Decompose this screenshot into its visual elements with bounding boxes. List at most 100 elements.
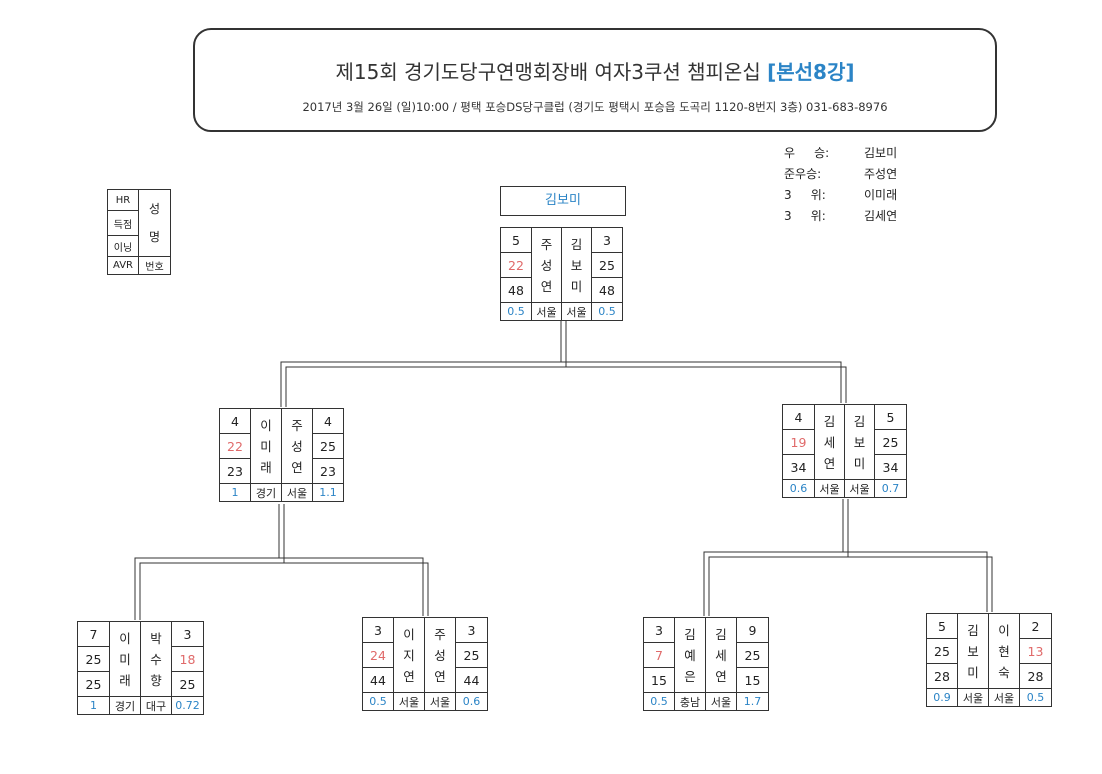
player-right: 이 현 숙	[988, 613, 1020, 689]
result-name: 주성연	[864, 167, 898, 181]
player-right: 주 성 연	[424, 617, 456, 693]
title-main: 제15회 경기도당구연맹회장배 여자3쿠션 챔피온십	[335, 60, 761, 84]
player-left: 김 세 연	[814, 404, 845, 480]
region-left: 경기	[109, 696, 141, 715]
region-left: 충남	[674, 692, 706, 711]
score-right: 25	[874, 429, 907, 455]
match-final: 5 주 성 연 김 보 미 3 22 25 48 48 0.5 서울 서울 0.…	[500, 227, 623, 321]
result-row: 우 승: 김보미	[784, 143, 924, 164]
region-right: 서울	[281, 483, 313, 502]
score-right: 25	[736, 642, 769, 668]
avr-right: 0.7	[874, 479, 907, 498]
hr-left: 3	[643, 617, 675, 643]
header-box: 제15회 경기도당구연맹회장배 여자3쿠션 챔피온십 [본선8강] 2017년 …	[193, 28, 997, 132]
score-left: 24	[362, 642, 394, 668]
player-left: 이 미 래	[250, 408, 282, 484]
match-semi-2: 4 김 세 연 김 보 미 5 19 25 34 34 0.6 서울 서울 0.…	[782, 404, 907, 498]
match-qf-3: 3 김 예 은 김 세 연 9 7 25 15 15 0.5 충남 서울 1.7	[643, 617, 769, 711]
champion-box: 김보미	[500, 186, 626, 216]
avr-right: 1.7	[736, 692, 769, 711]
inning-right: 48	[591, 277, 623, 303]
legend-avr: AVR	[107, 256, 139, 275]
avr-left: 0.5	[643, 692, 675, 711]
hr-right: 3	[171, 621, 204, 647]
score-right: 13	[1019, 638, 1052, 664]
avr-left: 1	[219, 483, 251, 502]
inning-right: 34	[874, 454, 907, 480]
avr-left: 0.9	[926, 688, 958, 707]
score-left: 22	[500, 252, 532, 278]
hr-left: 4	[219, 408, 251, 434]
avr-left: 0.5	[500, 302, 532, 321]
hr-left: 3	[362, 617, 394, 643]
region-right: 서울	[988, 688, 1020, 707]
hr-left: 5	[926, 613, 958, 639]
avr-left: 0.5	[362, 692, 394, 711]
avr-left: 1	[77, 696, 110, 715]
avr-right: 0.6	[455, 692, 488, 711]
score-right: 25	[591, 252, 623, 278]
result-name: 김보미	[864, 146, 898, 160]
inning-left: 25	[77, 671, 110, 697]
player-right: 박 수 향	[140, 621, 172, 697]
region-right: 서울	[561, 302, 592, 321]
player-right: 주 성 연	[281, 408, 313, 484]
player-right: 김 보 미	[561, 227, 592, 303]
region-left: 서울	[393, 692, 425, 711]
player-right: 김 세 연	[705, 617, 737, 693]
region-left: 서울	[957, 688, 989, 707]
result-row: 준우승: 주성연	[784, 164, 924, 185]
hr-right: 2	[1019, 613, 1052, 639]
result-rank: 준우승:	[784, 167, 822, 181]
hr-right: 9	[736, 617, 769, 643]
avr-right: 1.1	[312, 483, 344, 502]
inning-right: 15	[736, 667, 769, 693]
region-right: 서울	[844, 479, 875, 498]
result-name: 김세연	[864, 209, 898, 223]
inning-left: 48	[500, 277, 532, 303]
hr-right: 3	[591, 227, 623, 253]
avr-right: 0.5	[591, 302, 623, 321]
score-right: 25	[312, 433, 344, 459]
region-left: 서울	[814, 479, 845, 498]
inning-right: 44	[455, 667, 488, 693]
hr-left: 7	[77, 621, 110, 647]
legend-table: HR 성 명 득점 이닝 AVR 번호	[107, 189, 171, 275]
inning-right: 23	[312, 458, 344, 484]
score-right: 18	[171, 646, 204, 672]
score-left: 25	[77, 646, 110, 672]
legend-name: 성 명	[138, 189, 171, 257]
result-rank: 우 승:	[784, 146, 830, 160]
score-right: 25	[455, 642, 488, 668]
hr-right: 4	[312, 408, 344, 434]
region-right: 대구	[140, 696, 172, 715]
score-left: 25	[926, 638, 958, 664]
result-rank: 3 위:	[784, 188, 826, 202]
inning-right: 25	[171, 671, 204, 697]
player-left: 주 성 연	[531, 227, 562, 303]
inning-left: 15	[643, 667, 675, 693]
final-results: 우 승:김보미 준우승:주성연 3 위:이미래 3 위:김세연	[784, 143, 924, 227]
player-left: 이 미 래	[109, 621, 141, 697]
result-rank: 3 위:	[784, 209, 826, 223]
hr-left: 4	[782, 404, 815, 430]
region-left: 서울	[531, 302, 562, 321]
avr-right: 0.72	[171, 696, 204, 715]
region-right: 서울	[424, 692, 456, 711]
score-left: 22	[219, 433, 251, 459]
score-left: 7	[643, 642, 675, 668]
inning-left: 44	[362, 667, 394, 693]
legend-number: 번호	[138, 256, 171, 275]
legend-inning: 이닝	[107, 235, 139, 257]
avr-right: 0.5	[1019, 688, 1052, 707]
legend-hr: HR	[107, 189, 139, 211]
hr-right: 5	[874, 404, 907, 430]
avr-left: 0.6	[782, 479, 815, 498]
player-left: 김 예 은	[674, 617, 706, 693]
legend-score: 득점	[107, 210, 139, 236]
match-semi-1: 4 이 미 래 주 성 연 4 22 25 23 23 1 경기 서울 1.1	[219, 408, 344, 502]
inning-left: 23	[219, 458, 251, 484]
match-qf-1: 7 이 미 래 박 수 향 3 25 18 25 25 1 경기 대구 0.72	[77, 621, 204, 715]
match-qf-4: 5 김 보 미 이 현 숙 2 25 13 28 28 0.9 서울 서울 0.…	[926, 613, 1052, 707]
